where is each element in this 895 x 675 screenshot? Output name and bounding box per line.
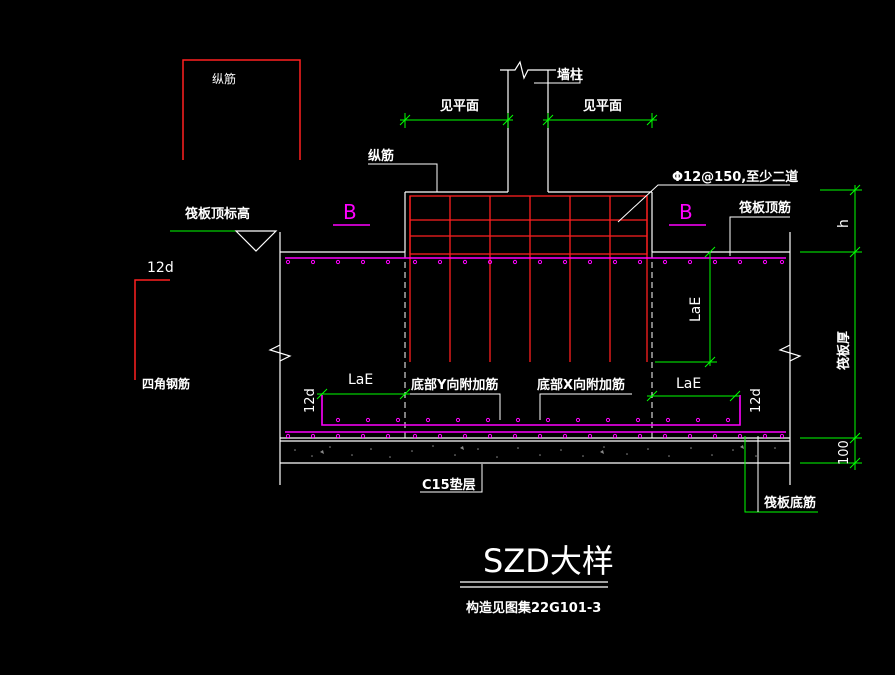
- stirrup-leader: [617, 184, 790, 223]
- column-rebar-cage: [409, 195, 648, 362]
- raft-bottom-rebar-leader-green: [744, 436, 818, 513]
- twelve-d-bottom-right-label: 12d: [749, 388, 764, 413]
- raft-slab-outline: [268, 232, 802, 485]
- laE-left-label: LaE: [348, 372, 373, 388]
- twelve-d-left-label: 12d: [147, 260, 174, 276]
- raft-top-rebar-leader: [729, 216, 790, 256]
- corner-rebar-label: 四角钢筋: [142, 376, 190, 391]
- laE-right-label: LaE: [676, 376, 701, 392]
- raft-thickness-label: 筏板厚: [836, 331, 852, 370]
- bottom-y-extra-leader: [410, 393, 501, 420]
- raft-top-elev-label: 筏板顶标高: [185, 206, 250, 222]
- bottom-laE-dimensions: [316, 388, 741, 402]
- raft-bottom-rebar-label: 筏板底筋: [764, 495, 816, 511]
- hundred-label: 100: [837, 440, 852, 465]
- drawing-subtitle: 构造见图集22G101-3: [466, 600, 601, 616]
- section-b-left-label: B: [343, 200, 357, 224]
- column-projection-dashed: [404, 252, 653, 438]
- raft-top-rebar-dots: [285, 259, 785, 265]
- wall-column-leader: [534, 75, 581, 84]
- laE-vertical-dimension: [655, 246, 717, 368]
- section-b-right-label: B: [679, 200, 693, 224]
- twelve-d-bottom-left-label: 12d: [303, 388, 318, 413]
- stirrup-label: Φ12@150,至少二道: [672, 169, 798, 185]
- bottom-y-extra-label: 底部Y向附加筋: [411, 377, 498, 393]
- twelve-d-hook: [134, 279, 170, 380]
- c15-cushion-hatch: [294, 445, 776, 458]
- elevation-triangle-icon: [234, 230, 278, 252]
- laE-vertical-label: LaE: [688, 297, 704, 322]
- see-plan-right-label: 见平面: [583, 99, 622, 114]
- bottom-rebar-dots: [285, 417, 785, 439]
- c15-cushion-leader: [420, 464, 483, 493]
- c15-cushion-label: C15垫层: [422, 477, 476, 493]
- bottom-extra-rebar: [285, 395, 786, 433]
- wall-column: [404, 60, 653, 252]
- zong-jin-leader: [368, 163, 438, 192]
- bottom-x-extra-leader: [539, 393, 632, 420]
- see-plan-dimensions: [399, 113, 658, 128]
- bottom-x-extra-label: 底部X向附加筋: [537, 377, 625, 393]
- zong-jin-label: 纵筋: [368, 148, 394, 164]
- wall-column-label: 墙柱: [557, 67, 583, 83]
- drawing-title: SZD大样: [483, 542, 614, 580]
- h-label: h: [836, 219, 852, 228]
- right-vertical-dimensions: [800, 184, 862, 470]
- zong-jin-top-label: 纵筋: [212, 71, 236, 86]
- raft-top-rebar-label: 筏板顶筋: [739, 200, 791, 216]
- corner-rebar-sketch: [182, 59, 301, 160]
- see-plan-left-label: 见平面: [440, 99, 479, 114]
